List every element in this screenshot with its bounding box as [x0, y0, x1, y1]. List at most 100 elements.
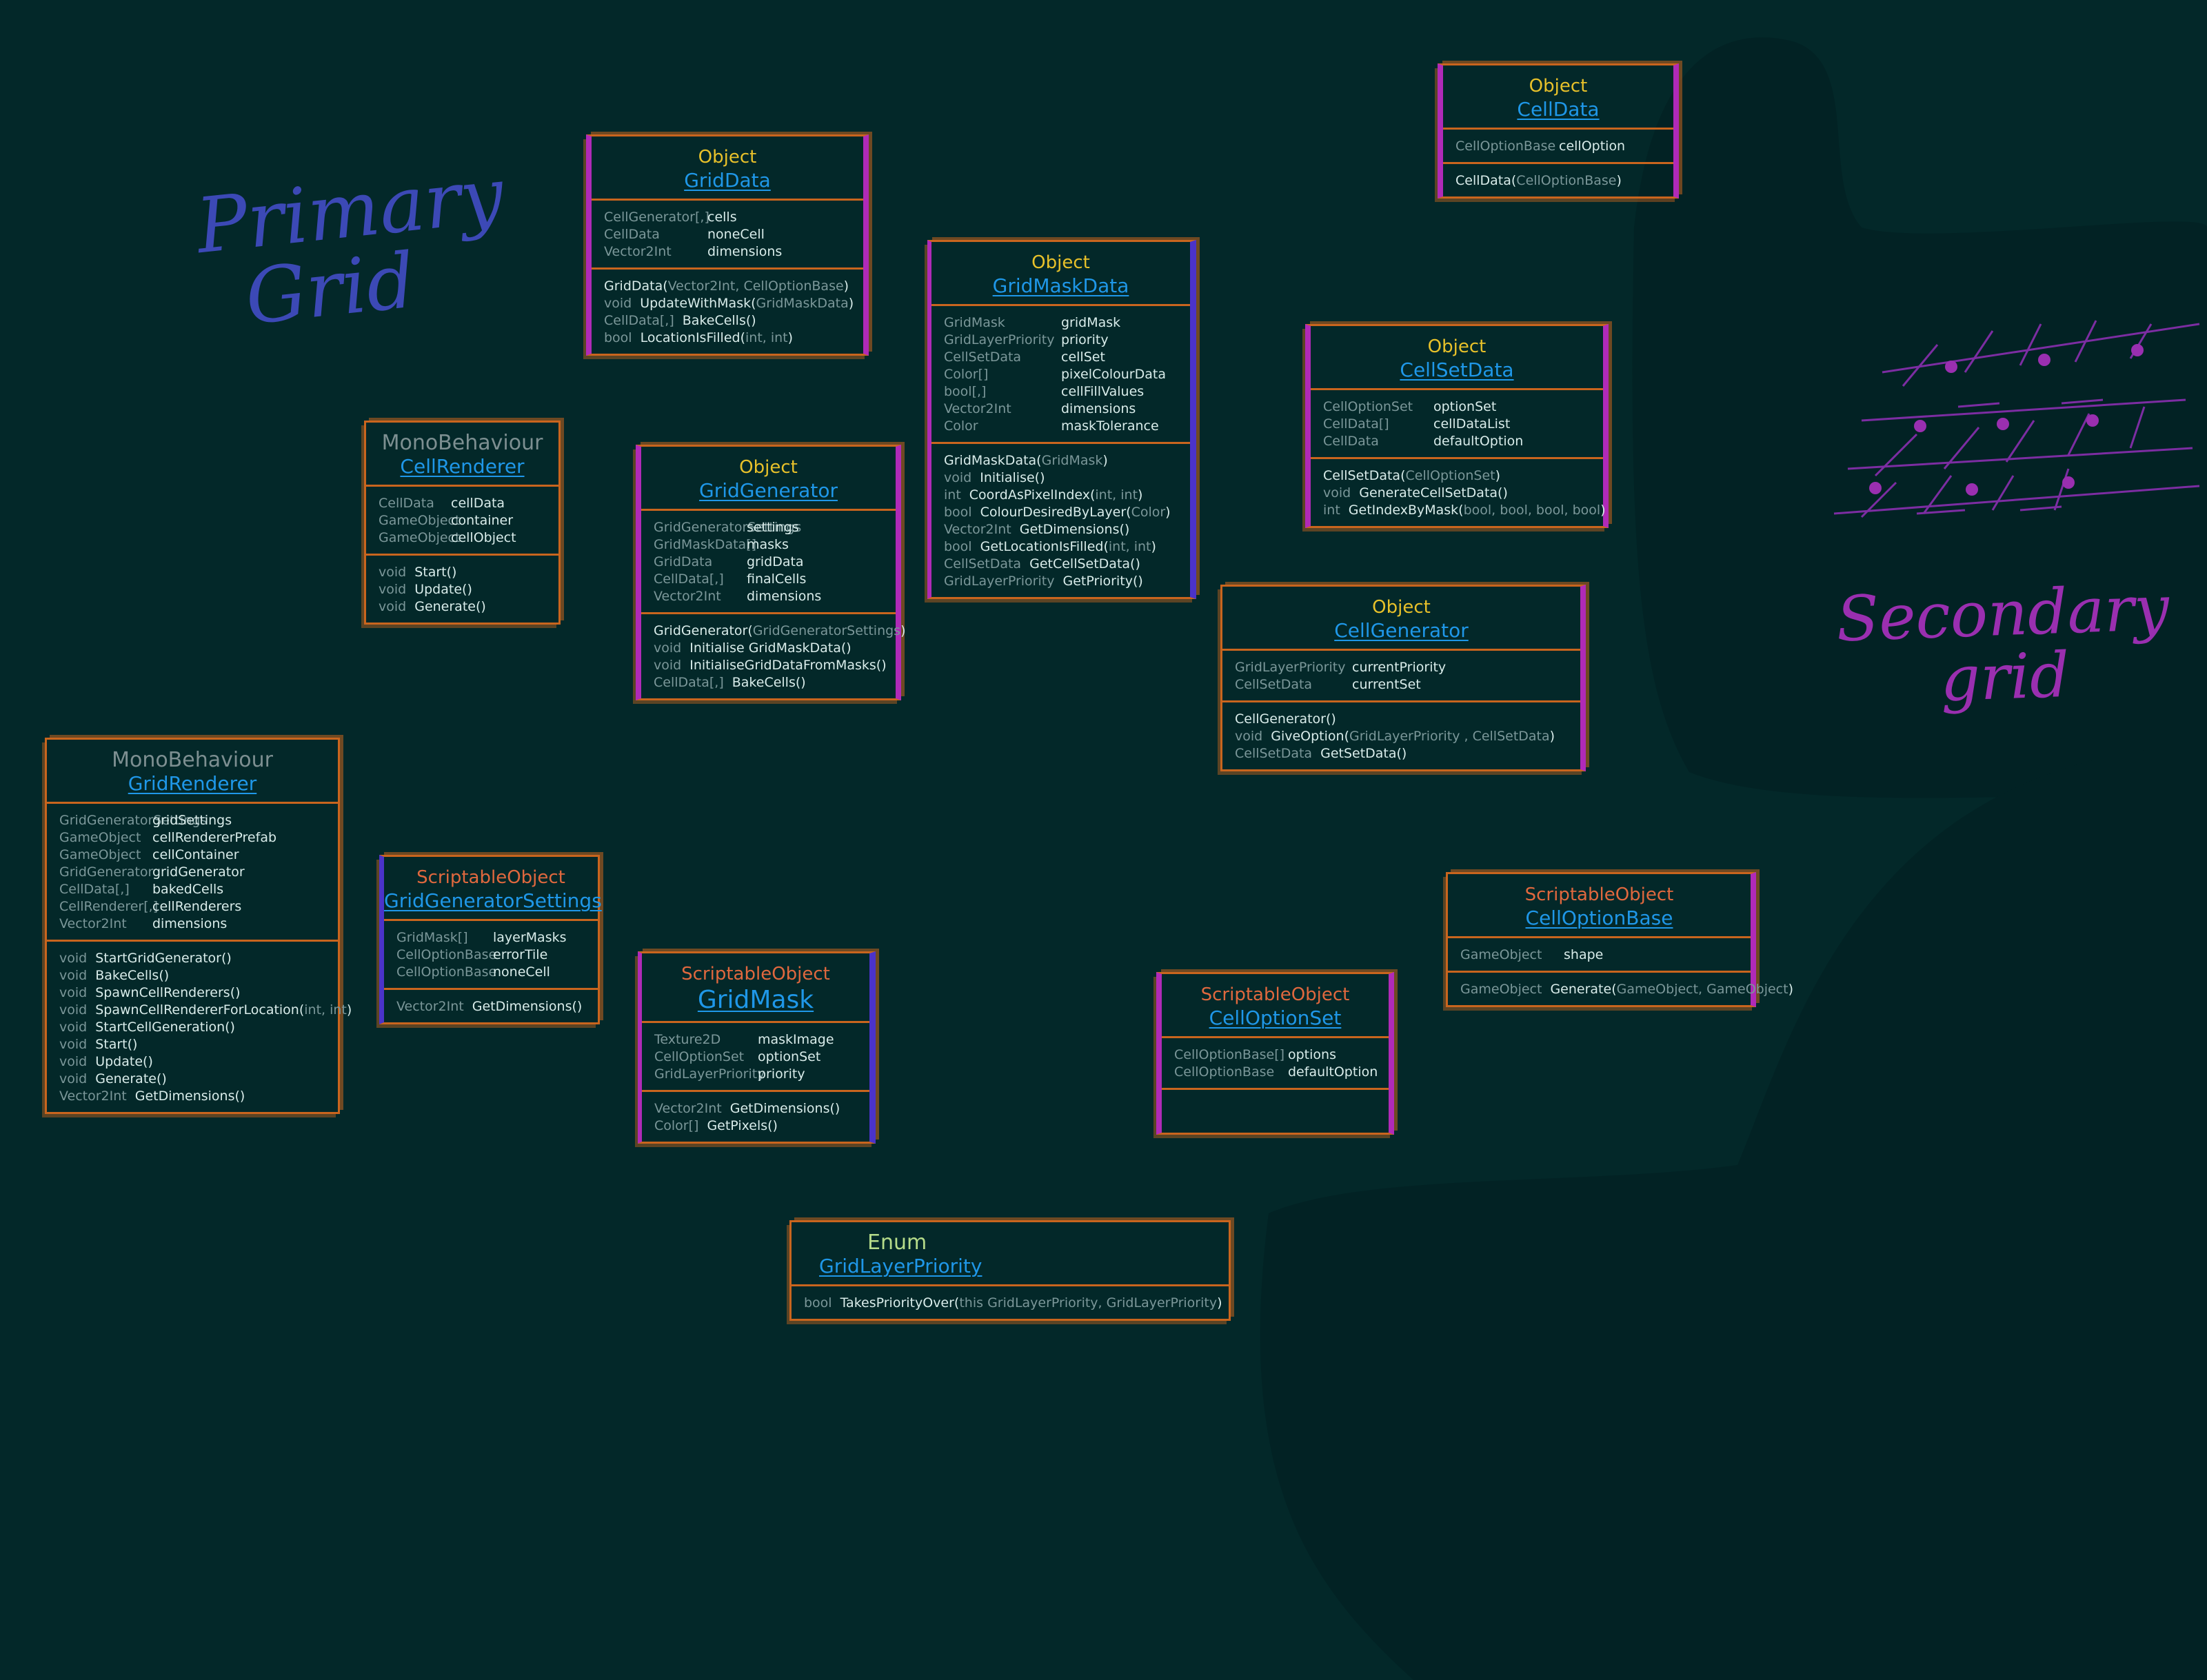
stereotype-label: ScriptableObject — [681, 964, 830, 984]
field-row: CellData[]cellDataList — [1323, 416, 1592, 433]
method-name: Start() — [414, 565, 457, 580]
method-return-type: bool — [944, 539, 972, 554]
method-name: UpdateWithMask( — [640, 296, 756, 311]
method-return-type: void — [59, 1020, 88, 1035]
method-return-type: bool — [944, 505, 972, 520]
field-type: Vector2Int — [944, 401, 1011, 416]
class-name: CellSetData — [1400, 358, 1514, 381]
field-name: gridMask — [1061, 315, 1121, 330]
method-name: StartCellGeneration() — [95, 1020, 235, 1035]
dark-patch-bottom-right — [1260, 745, 2207, 1680]
method-name: GridMaskData( — [944, 453, 1042, 468]
method-return-type: int — [944, 487, 961, 503]
field-row: CellData[,]bakedCells — [59, 881, 327, 898]
method-name: Initialise GridMaskData() — [689, 640, 851, 656]
field-name: layerMasks — [493, 930, 567, 945]
method-name: Generate() — [95, 1071, 167, 1086]
field-type: GameObject — [59, 830, 141, 845]
method-return-type: void — [944, 470, 972, 485]
field-type: GridLayerPriority — [944, 332, 1055, 347]
field-name: cellFillValues — [1061, 384, 1145, 399]
stereotype-label: ScriptableObject — [1524, 884, 1674, 905]
class-name: CellRenderer — [400, 455, 525, 478]
method-close: ) — [1616, 173, 1622, 188]
field-type: Vector2Int — [59, 916, 127, 931]
field-name: currentPriority — [1352, 660, 1447, 675]
field-name: maskImage — [758, 1032, 834, 1047]
method-name: GetIndexByMask( — [1348, 503, 1464, 518]
field-type: CellOptionBase — [396, 947, 497, 962]
method-row: GridMaskData(GridMask) — [944, 452, 1179, 469]
field-name: optionSet — [758, 1049, 821, 1064]
field-row: CellRenderer[,]cellRenderers — [59, 898, 327, 915]
field-name: pixelColourData — [1061, 367, 1166, 382]
method-params: bool, bool, bool, bool — [1463, 503, 1601, 518]
class-name: CellOptionBase — [1525, 907, 1673, 929]
method-return-type: void — [654, 658, 682, 673]
field-name: optionSet — [1433, 399, 1497, 414]
field-row: CellData[,]finalCells — [654, 571, 885, 588]
method-return-type: void — [379, 582, 407, 597]
field-name: settings — [747, 520, 799, 535]
method-params: CellOptionBase — [1516, 173, 1617, 188]
method-close: ) — [346, 1002, 352, 1018]
method-close: ) — [1788, 982, 1793, 997]
class-name: GridData — [684, 169, 771, 192]
field-name: cellObject — [451, 530, 516, 545]
method-close: ) — [843, 279, 849, 294]
field-type: Texture2D — [654, 1032, 721, 1047]
field-type: CellRenderer[,] — [59, 899, 159, 914]
field-name: options — [1288, 1047, 1336, 1062]
method-name: SpawnCellRenderers() — [95, 985, 241, 1000]
method-close: ) — [1102, 453, 1108, 468]
method-name: BakeCells() — [682, 313, 756, 328]
field-type: CellSetData — [1235, 677, 1313, 692]
field-name: cells — [707, 210, 737, 225]
stereotype-label: MonoBehaviour — [112, 748, 273, 772]
class-name: CellData — [1517, 98, 1600, 121]
method-name: ColourDesiredByLayer( — [980, 505, 1131, 520]
field-name: finalCells — [747, 571, 807, 587]
field-name: cellData — [451, 496, 505, 511]
method-name: BakeCells() — [732, 675, 806, 690]
